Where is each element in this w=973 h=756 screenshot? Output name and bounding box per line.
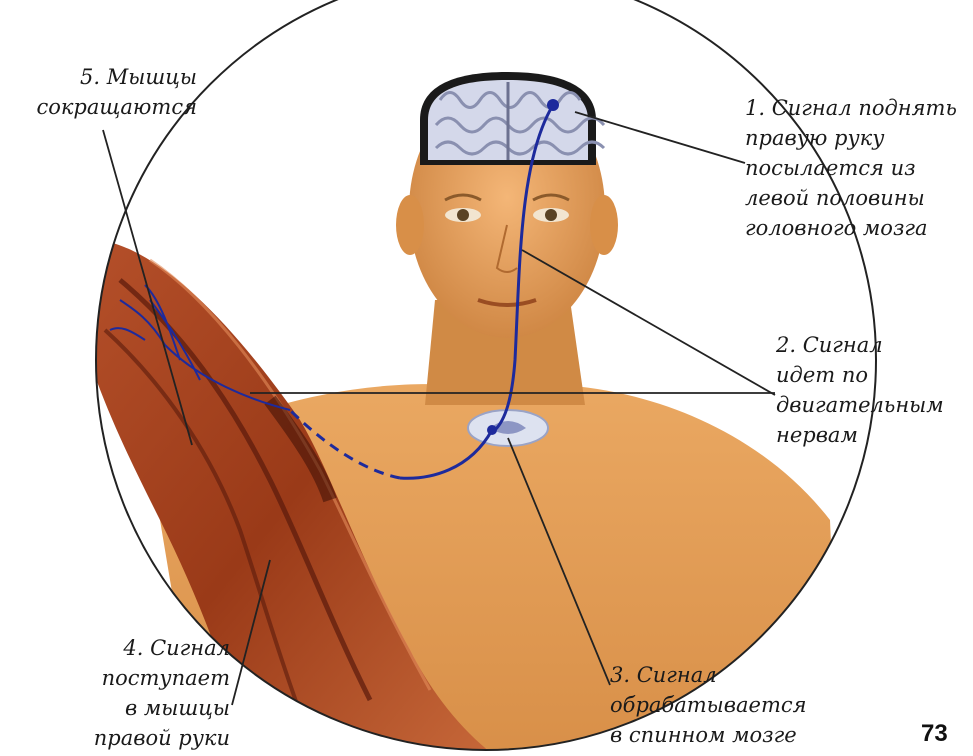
label-step-4-line-1: 4. Сигнал [40,633,230,663]
label-step-2-line-1: 2. Сигнал [776,330,944,360]
label-step-2-line-3: двигательным [776,390,944,420]
label-step-1-line-5: головного мозга [745,213,957,243]
page-number: 73 [921,720,948,748]
label-step-5-line-1: 5. Мышцы [0,62,197,92]
label-step-4-line-2: поступает [40,663,230,693]
label-step-1-line-1: 1. Сигнал поднять [745,93,957,123]
label-step-3-line-2: обрабатывается [610,690,807,720]
label-step-5-line-2: сокращаются [0,92,197,122]
label-step-3: 3. Сигнал обрабатывается в спинном мозге [610,660,807,750]
label-step-1-line-3: посылается из [745,153,957,183]
label-step-2: 2. Сигнал идет по двигательным нервам [776,330,944,450]
label-step-4-line-4: правой руки [40,723,230,753]
label-step-3-line-3: в спинном мозге [610,720,807,750]
label-step-2-line-4: нервам [776,420,944,450]
label-step-5: 5. Мышцы сокращаются [0,62,197,122]
label-step-4-line-3: в мышцы [40,693,230,723]
label-step-4: 4. Сигнал поступает в мышцы правой руки [40,633,230,753]
label-step-1: 1. Сигнал поднять правую руку посылается… [745,93,957,243]
label-step-1-line-4: левой половины [745,183,957,213]
label-step-3-line-1: 3. Сигнал [610,660,807,690]
label-step-2-line-2: идет по [776,360,944,390]
label-step-1-line-2: правую руку [745,123,957,153]
spinal-cord-section [468,410,548,446]
